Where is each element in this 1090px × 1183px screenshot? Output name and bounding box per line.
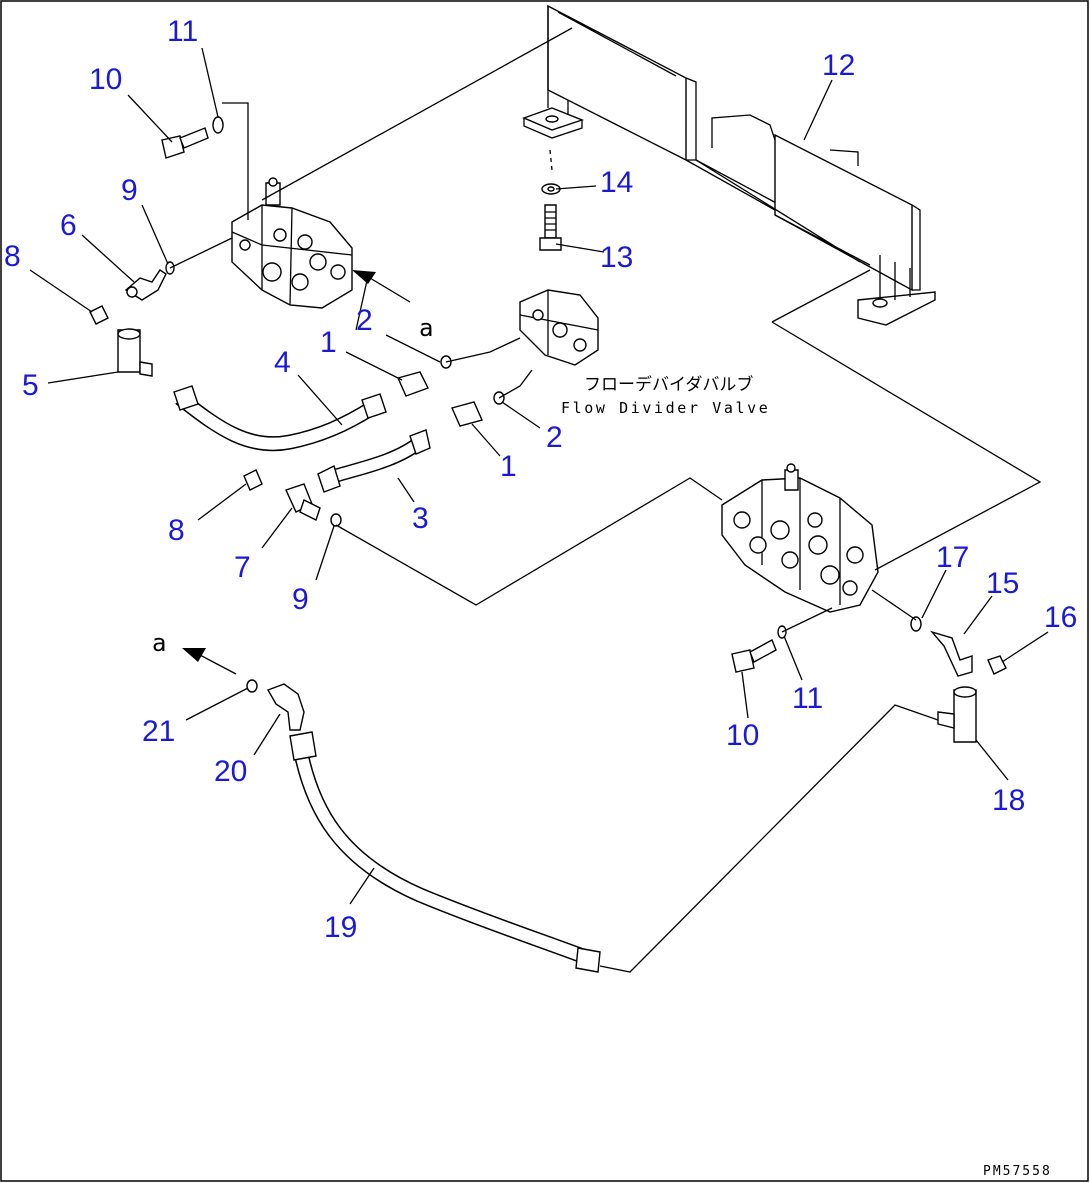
callout-16: 16: [1044, 601, 1077, 634]
callout-19: 19: [324, 911, 357, 944]
callout-2-top: 2: [356, 304, 373, 337]
callout-8-top: 8: [4, 240, 21, 273]
drawing-code: PM57558: [983, 1164, 1052, 1179]
o-ring-9-bottom: [330, 513, 342, 527]
callout-8-bottom: 8: [168, 514, 185, 547]
callout-3: 3: [412, 502, 429, 535]
arrow-a-top: [352, 270, 411, 303]
reference-lines: [169, 27, 1042, 973]
label-a-bottom: a: [152, 629, 166, 657]
o-ring-17: [910, 616, 922, 632]
callout-11-bottom: 11: [792, 682, 823, 715]
callout-10-bottom: 10: [726, 719, 759, 752]
callout-6: 6: [60, 209, 77, 242]
plug-16: [987, 655, 1007, 675]
elbow-6: [124, 269, 167, 301]
flow-divider-label-jp: フローデバイダバルブ: [584, 374, 753, 395]
steering-valve-right: [721, 463, 879, 613]
callout-9-top: 9: [121, 174, 138, 207]
callout-21: 21: [142, 715, 175, 748]
label-a-top: a: [419, 314, 433, 342]
callout-5: 5: [22, 369, 39, 402]
callout-13: 13: [600, 241, 633, 274]
callout-12: 12: [822, 49, 855, 82]
hose-19: [289, 731, 601, 973]
callout-11-top: 11: [167, 15, 198, 48]
callout-18: 18: [992, 784, 1025, 817]
adapter-1-bottom: [451, 401, 483, 427]
flow-divider-label-en: Flow Divider Valve: [561, 399, 770, 417]
elbow-5: [117, 328, 153, 377]
callout-20: 20: [214, 755, 247, 788]
arrow-a-bottom: [182, 648, 237, 675]
flow-divider-valve: [519, 289, 599, 366]
callout-4: 4: [274, 346, 291, 379]
mounting-bracket: [522, 4, 936, 326]
bolt-10-top: [161, 127, 209, 159]
steering-valve-left: [231, 177, 353, 309]
elbow-15: [929, 630, 973, 677]
callout-17: 17: [936, 541, 969, 574]
plug-8-bottom: [243, 469, 263, 491]
bolt-10-bottom: [731, 639, 777, 673]
hose-3: [317, 429, 431, 493]
bolt-13: [539, 149, 562, 251]
washer-11-top: [212, 116, 224, 134]
callout-10-top: 10: [89, 63, 122, 96]
adapter-1-top: [397, 371, 429, 397]
tee-7: [285, 483, 321, 521]
callout-1-bottom: 1: [500, 450, 517, 483]
hose-4: [173, 385, 387, 452]
callout-1-top: 1: [320, 326, 337, 359]
elbow-18: [937, 686, 977, 743]
callout-7: 7: [234, 551, 251, 584]
plug-8-top: [89, 305, 109, 325]
callout-14: 14: [600, 166, 633, 199]
o-ring-21: [246, 679, 258, 693]
callout-2-bottom: 2: [546, 421, 563, 454]
callout-9-bottom: 9: [292, 583, 309, 616]
elbow-20: [266, 683, 305, 731]
callout-15: 15: [986, 567, 1019, 600]
leader-lines: [29, 47, 1049, 905]
